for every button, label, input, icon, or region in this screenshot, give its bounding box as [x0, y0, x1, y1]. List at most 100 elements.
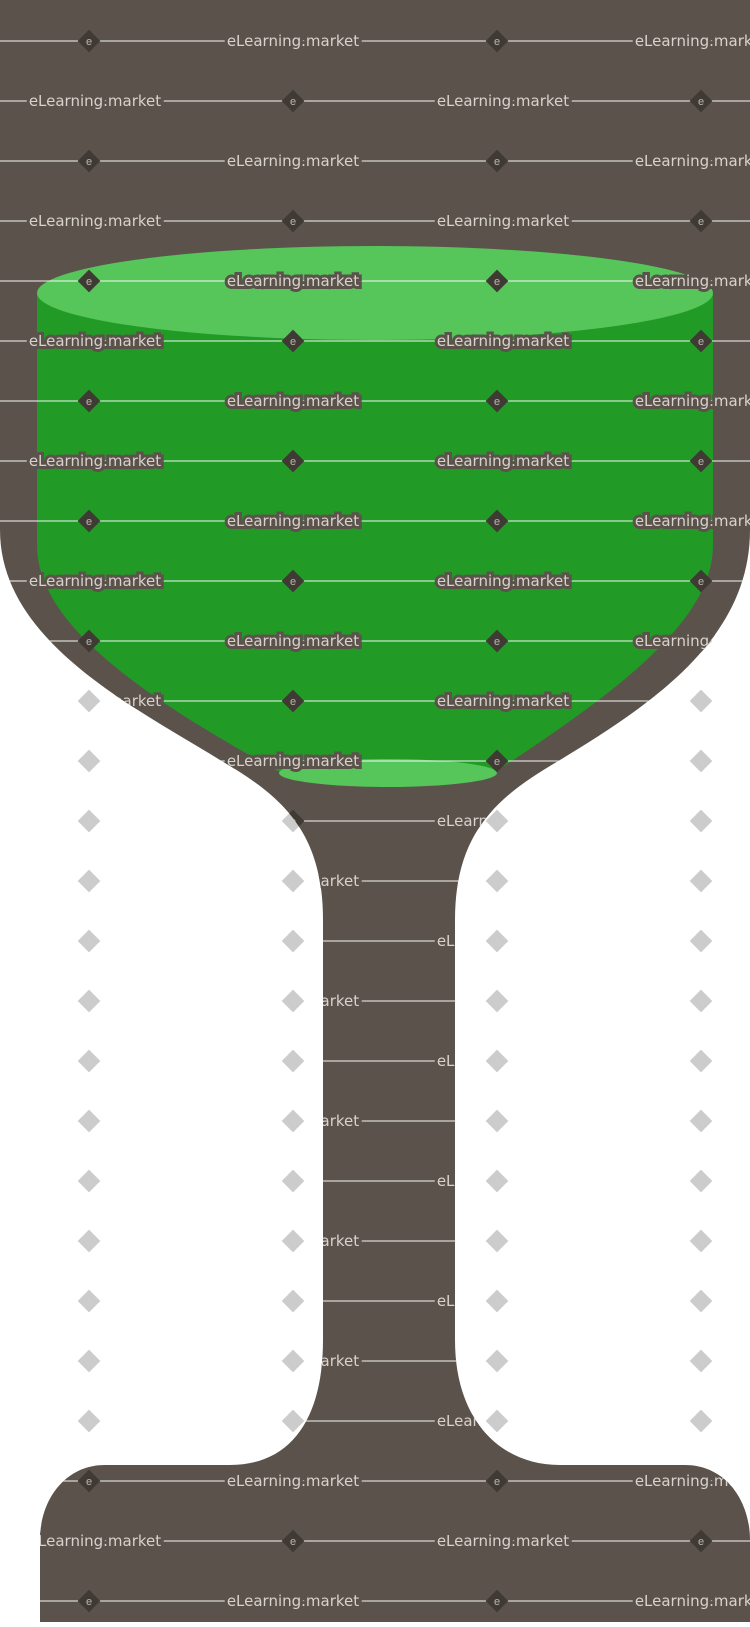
svg-text:eLearning.market: eLearning.market — [437, 1532, 569, 1550]
watermark-text: eLearning.market — [632, 1109, 750, 1133]
watermark-logo-icon: e — [281, 89, 305, 113]
svg-text:eLearning.market: eLearning.market — [29, 1532, 161, 1550]
svg-text:eLearning.market: eLearning.market — [635, 32, 750, 50]
watermark-diamond-icon — [77, 869, 101, 893]
watermark-logo-icon: e — [77, 1589, 101, 1613]
watermark-diamond-icon — [281, 1049, 305, 1073]
svg-text:eLearning.market: eLearning.market — [29, 212, 161, 230]
svg-text:eLearning.market: eLearning.market — [227, 1472, 359, 1490]
watermark-text: eLearning.market — [224, 1589, 362, 1613]
watermark-logo-icon: e — [485, 509, 509, 533]
watermark-diamond-icon — [689, 929, 713, 953]
watermark-text: eLearning.market — [26, 89, 164, 113]
watermark-diamond-icon — [77, 1049, 101, 1073]
watermark-diamond-icon — [689, 1049, 713, 1073]
svg-text:e: e — [290, 456, 296, 468]
watermark-diamond-icon — [485, 1109, 509, 1133]
bowl-bottom-ellipse — [279, 759, 497, 787]
svg-text:eLearning.market: eLearning.market — [227, 1592, 359, 1610]
watermark-text: eLearning.market — [434, 1529, 572, 1553]
svg-text:e: e — [494, 516, 500, 528]
svg-text:e: e — [494, 636, 500, 648]
svg-text:eLearning.market: eLearning.market — [29, 332, 161, 350]
svg-text:eLearning.market: eLearning.market — [29, 92, 161, 110]
svg-text:eLearning.market: eLearning.market — [227, 512, 359, 530]
watermark-text: eLearning.market — [224, 509, 362, 533]
watermark-text: eLearning.market — [632, 1589, 750, 1613]
watermark-diamond-icon — [485, 929, 509, 953]
watermark-text: eLearning.market — [434, 689, 572, 713]
svg-text:eLearning.market: eLearning.market — [227, 392, 359, 410]
svg-text:e: e — [494, 36, 500, 48]
svg-text:e: e — [494, 1596, 500, 1608]
watermark-diamond-icon — [689, 1169, 713, 1193]
svg-text:eLearning.market: eLearning.market — [29, 452, 161, 470]
watermark-text: eLearning.market — [26, 569, 164, 593]
watermark-diamond-icon — [77, 689, 101, 713]
watermark-logo-icon: e — [281, 1529, 305, 1553]
watermark-text: eLearning.market — [224, 749, 362, 773]
watermark-diamond-icon — [689, 1409, 713, 1433]
svg-text:e: e — [698, 216, 704, 228]
svg-text:e: e — [290, 576, 296, 588]
watermark-logo-icon: e — [77, 149, 101, 173]
watermark-text: eLearning.market — [434, 89, 572, 113]
svg-text:e: e — [494, 1476, 500, 1488]
watermark-text: eLearning.market — [632, 1349, 750, 1373]
svg-text:e: e — [494, 396, 500, 408]
watermark-text: eLearning.market — [632, 269, 750, 293]
watermark-diamond-icon — [77, 989, 101, 1013]
watermark-logo-icon: e — [281, 329, 305, 353]
watermark-diamond-icon — [689, 1229, 713, 1253]
watermark-diamond-icon — [485, 1229, 509, 1253]
watermark-logo-icon: e — [77, 1469, 101, 1493]
watermark-text: eLearning.market — [26, 209, 164, 233]
watermark-text: eLearning.market — [26, 1529, 164, 1553]
svg-text:e: e — [86, 36, 92, 48]
watermark-text: eLearning.market — [632, 1229, 750, 1253]
watermark-text: eLearning.market — [434, 449, 572, 473]
watermark-text: eLearning.market — [26, 449, 164, 473]
liquid-surface — [37, 246, 713, 340]
liquid-fill — [37, 293, 713, 772]
svg-text:eLearning.market: eLearning.market — [437, 452, 569, 470]
svg-text:e: e — [698, 336, 704, 348]
watermark-text: eLearning.market — [632, 389, 750, 413]
watermark-diamond-icon — [485, 1169, 509, 1193]
watermark-logo-icon: e — [689, 89, 713, 113]
watermark-diamond-icon — [77, 929, 101, 953]
watermark-logo-icon: e — [281, 689, 305, 713]
svg-text:e: e — [698, 1536, 704, 1548]
watermark-diamond-icon — [485, 989, 509, 1013]
watermark-diamond-icon — [281, 989, 305, 1013]
watermark-diamond-icon — [77, 1349, 101, 1373]
watermark-logo-icon: e — [77, 269, 101, 293]
watermark-text: eLearning.market — [632, 869, 750, 893]
watermark-logo-icon: e — [281, 569, 305, 593]
watermark-logo-icon: e — [689, 569, 713, 593]
watermark-diamond-icon — [281, 1169, 305, 1193]
svg-text:eLearning.market: eLearning.market — [29, 572, 161, 590]
svg-text:e: e — [86, 516, 92, 528]
svg-text:e: e — [86, 636, 92, 648]
svg-text:eLearning.market: eLearning.market — [227, 32, 359, 50]
svg-text:eLearning.market: eLearning.market — [227, 152, 359, 170]
watermark-diamond-icon — [689, 1109, 713, 1133]
watermark-diamond-icon — [281, 929, 305, 953]
watermark-diamond-icon — [689, 869, 713, 893]
svg-text:eLearning.market: eLearning.market — [437, 212, 569, 230]
svg-text:eLearning.market: eLearning.market — [635, 512, 750, 530]
watermark-text: eLearning.market — [632, 509, 750, 533]
svg-text:e: e — [494, 276, 500, 288]
watermark-diamond-icon — [281, 1109, 305, 1133]
watermark-logo-icon: e — [485, 269, 509, 293]
watermark-diamond-icon — [485, 1349, 509, 1373]
watermark-diamond-icon — [485, 1409, 509, 1433]
watermark-diamond-icon — [77, 1229, 101, 1253]
svg-text:e: e — [86, 156, 92, 168]
watermark-logo-icon: e — [485, 389, 509, 413]
watermark-diamond-icon — [77, 1169, 101, 1193]
svg-text:eLearning.market: eLearning.market — [437, 332, 569, 350]
watermark-diamond-icon — [689, 1289, 713, 1313]
